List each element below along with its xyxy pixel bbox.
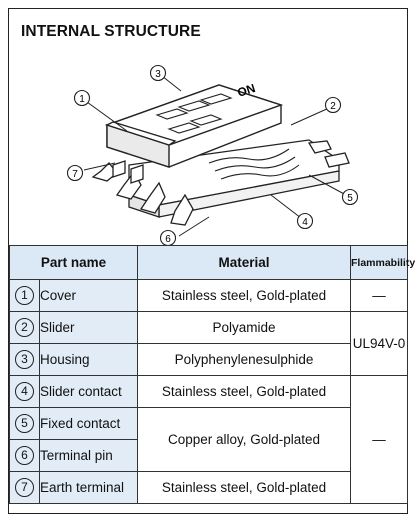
callout-4: 4 [296, 212, 314, 230]
internal-structure-card: INTERNAL STRUCTURE [8, 8, 415, 514]
part-number: 5 [15, 414, 34, 433]
svg-text:3: 3 [155, 69, 161, 80]
callout-3: 3 [149, 64, 167, 82]
housing-marking: ON [236, 81, 257, 100]
slider-contact [208, 148, 300, 180]
parts-table: Part name Material Flammability 1 Cover … [9, 245, 415, 504]
part-name: Slider [39, 311, 138, 344]
svg-text:1: 1 [79, 94, 85, 105]
switch-structure-diagram: ON 1 3 2 5 4 [66, 64, 359, 245]
right-terminals [307, 140, 350, 168]
header-flammability: Flammability [350, 245, 415, 280]
table-row: 6 Terminal pin [9, 439, 408, 472]
part-number: 3 [15, 350, 34, 369]
callout-1: 1 [73, 89, 91, 107]
part-flammability: — [350, 375, 408, 504]
header-material: Material [137, 245, 351, 280]
part-material: Stainless steel, Gold-plated [137, 279, 351, 312]
svg-text:4: 4 [302, 217, 308, 228]
part-material: Copper alloy, Gold-plated [137, 407, 351, 472]
callout-leaders [83, 75, 347, 237]
part-number: 6 [15, 446, 34, 465]
callout-7: 7 [66, 164, 84, 182]
table-row: 5 Fixed contact Copper alloy, Gold-plate… [9, 407, 408, 472]
callout-2: 2 [324, 96, 342, 114]
table-row: 1 Cover Stainless steel, Gold-plated — [9, 279, 408, 312]
part-material: Polyphenylenesulphide [137, 343, 351, 376]
section-title: INTERNAL STRUCTURE [21, 23, 201, 40]
table-header-row: Part name Material Flammability [9, 245, 415, 280]
part-material: Polyamide [137, 311, 351, 344]
svg-text:7: 7 [72, 169, 78, 180]
callout-5: 5 [341, 188, 359, 206]
part-name: Cover [39, 279, 138, 312]
table-row: 7 Earth terminal Stainless steel, Gold-p… [9, 471, 408, 504]
part-name: Earth terminal [39, 471, 138, 504]
part-name: Fixed contact [39, 407, 138, 440]
svg-text:5: 5 [347, 193, 353, 204]
svg-text:2: 2 [330, 101, 336, 112]
part-number: 2 [15, 318, 34, 337]
part-flammability: UL94V-0 [350, 311, 408, 376]
svg-text:6: 6 [165, 234, 171, 245]
part-number: 4 [15, 382, 34, 401]
table-row: 4 Slider contact Stainless steel, Gold-p… [9, 375, 408, 504]
part-name: Terminal pin [39, 439, 138, 472]
slider-slots [155, 93, 233, 134]
callout-6: 6 [159, 229, 177, 245]
table-row: 2 Slider Polyamide UL94V-0 [9, 311, 408, 376]
header-part-name: Part name [9, 245, 138, 280]
part-name: Slider contact [39, 375, 138, 408]
table-row: 3 Housing Polyphenylenesulphide [9, 343, 408, 376]
part-material: Stainless steel, Gold-plated [137, 471, 351, 504]
part-name: Housing [39, 343, 138, 376]
part-material: Stainless steel, Gold-plated [137, 375, 351, 408]
part-number: 7 [15, 478, 34, 497]
part-number: 1 [15, 286, 34, 305]
part-flammability: — [350, 279, 408, 312]
cover [105, 121, 177, 184]
